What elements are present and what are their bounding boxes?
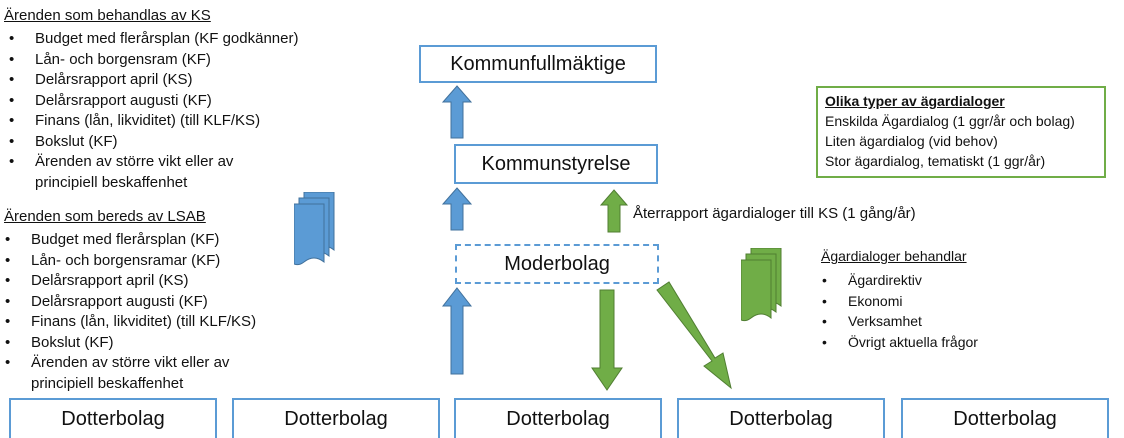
list-item: Bokslut (KF) [0,333,330,354]
list-item: Delårsrapport april (KS) [4,70,334,91]
list-item: Delårsrapport augusti (KF) [0,292,330,313]
list-item: Övrigt aktuella frågor [817,332,1037,353]
green-document-stack-icon [741,248,782,322]
kommunstyrelse-label: Kommunstyrelse [481,152,631,175]
list-item: Lån- och borgensramar (KF) [0,251,330,272]
list-item: Finans (lån, likviditet) (till KLF/KS) [4,111,334,132]
kommunstyrelse-box: Kommunstyrelse [454,144,658,184]
dotterbolag-box-4: Dotterbolag [677,398,885,438]
arrow-up-to-kommunfullmaktige [441,85,473,139]
kommunfullmaktige-label: Kommunfullmäktige [450,52,626,75]
list-item: Ärenden av större vikt eller av principi… [4,152,285,193]
list-item: Budget med flerårsplan (KF) [0,230,330,251]
dotterbolag-box-5: Dotterbolag [901,398,1109,438]
list-item: Finans (lån, likviditet) (till KLF/KS) [0,312,330,333]
aterrapport-label: Återrapport ägardialoger till KS (1 gång… [633,205,916,222]
dotterbolag-box-3: Dotterbolag [454,398,662,438]
dialog-type-line: Enskilda Ägardialog (1 ggr/år och bolag) [825,113,1075,129]
dialog-type-line: Stor ägardialog, tematiskt (1 ggr/år) [825,153,1046,169]
lsab-section-heading: Ärenden som bereds av LSAB [4,208,206,225]
arrow-up-aterrapport [599,189,629,233]
dotterbolag-box-2: Dotterbolag [232,398,440,438]
dotterbolag-box-1: Dotterbolag [9,398,217,438]
list-item: Budget med flerårsplan (KF godkänner) [4,29,334,50]
list-item: Delårsrapport april (KS) [0,271,330,292]
dialog-topics-list: Ägardirektiv Ekonomi Verksamhet Övrigt a… [817,270,1037,352]
arrow-up-to-moderbolag [441,287,473,375]
list-item: Ekonomi [817,291,1037,312]
ks-section-heading: Ärenden som behandlas av KS [4,7,211,24]
blue-document-stack-icon [294,192,335,266]
dialog-types-box: Olika typer av ägardialoger Enskilda Äga… [816,86,1106,178]
lsab-section-list: Budget med flerårsplan (KF) Lån- och bor… [0,230,330,394]
dialog-types-title: Olika typer av ägardialoger [825,93,1005,109]
list-item: Verksamhet [817,311,1037,332]
list-item: Delårsrapport augusti (KF) [4,91,334,112]
list-item: Ägardirektiv [817,270,1037,291]
moderbolag-box: Moderbolag [455,244,659,284]
kommunfullmaktige-box: Kommunfullmäktige [419,45,657,83]
dialog-type-line: Liten ägardialog (vid behov) [825,133,998,149]
arrow-up-to-kommunstyrelse [441,187,473,231]
arrow-diagonal-to-dotterbolag [656,281,732,390]
list-item: Bokslut (KF) [4,132,334,153]
arrow-down-to-dotterbolag [591,289,623,391]
list-item: Ärenden av större vikt eller av principi… [0,353,281,394]
ks-section-list: Budget med flerårsplan (KF godkänner) Lå… [4,29,334,193]
list-item: Lån- och borgensram (KF) [4,50,334,71]
moderbolag-label: Moderbolag [504,252,610,275]
dialog-topics-heading: Ägardialoger behandlar [821,248,967,264]
